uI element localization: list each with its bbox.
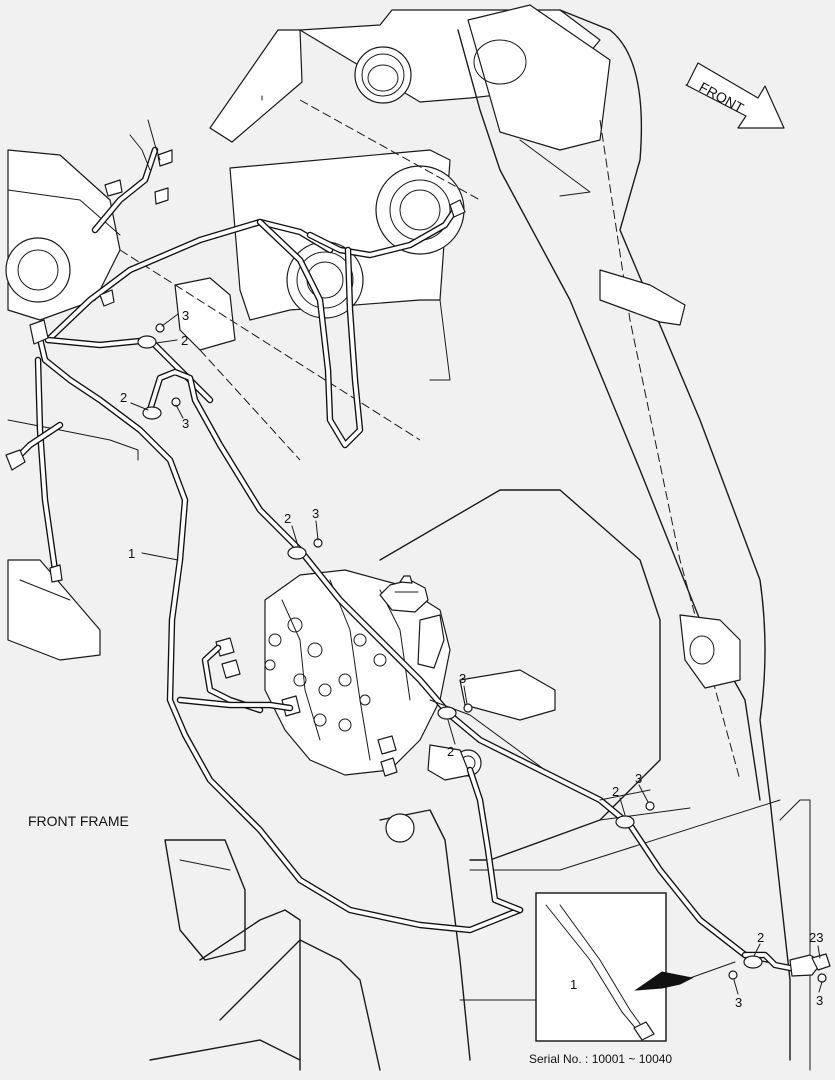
callout-inset-harness: 1: [570, 977, 577, 992]
front-arrow-icon: FRONT: [685, 62, 785, 129]
callout-bolt: 3: [459, 671, 466, 686]
serial-inset-box: [535, 892, 736, 1042]
front-frame-structure: [5, 4, 811, 1071]
callout-bolt: 3: [735, 995, 742, 1010]
callout-clamp: 2: [181, 333, 188, 348]
callout-clamp: 2: [120, 390, 127, 405]
callout-clamp: 2: [447, 744, 454, 759]
front-frame-label: FRONT FRAME: [28, 813, 129, 829]
callout-clamp: 2: [757, 930, 764, 945]
callout-clamp: 2: [284, 511, 291, 526]
clamps-and-bolts: [137, 323, 827, 983]
callout-bolt: 3: [182, 416, 189, 431]
callout-bolt: 3: [635, 771, 642, 786]
callout-bolt: 3: [182, 308, 189, 323]
callout-bolt: 3: [312, 506, 319, 521]
control-valve: [215, 569, 482, 781]
wire-harness: [5, 119, 831, 977]
callout-labels: 1 2 3 2 3 2 3 3 2 3 2 2 23 3 3 1 FRONT F…: [28, 308, 823, 1066]
callout-clamp: 2: [612, 784, 619, 799]
serial-number-label: Serial No. : 10001 ~ 10040: [529, 1052, 672, 1066]
callout-connector: 23: [809, 930, 823, 945]
callout-harness: 1: [128, 546, 135, 561]
callout-bolt: 3: [816, 993, 823, 1008]
